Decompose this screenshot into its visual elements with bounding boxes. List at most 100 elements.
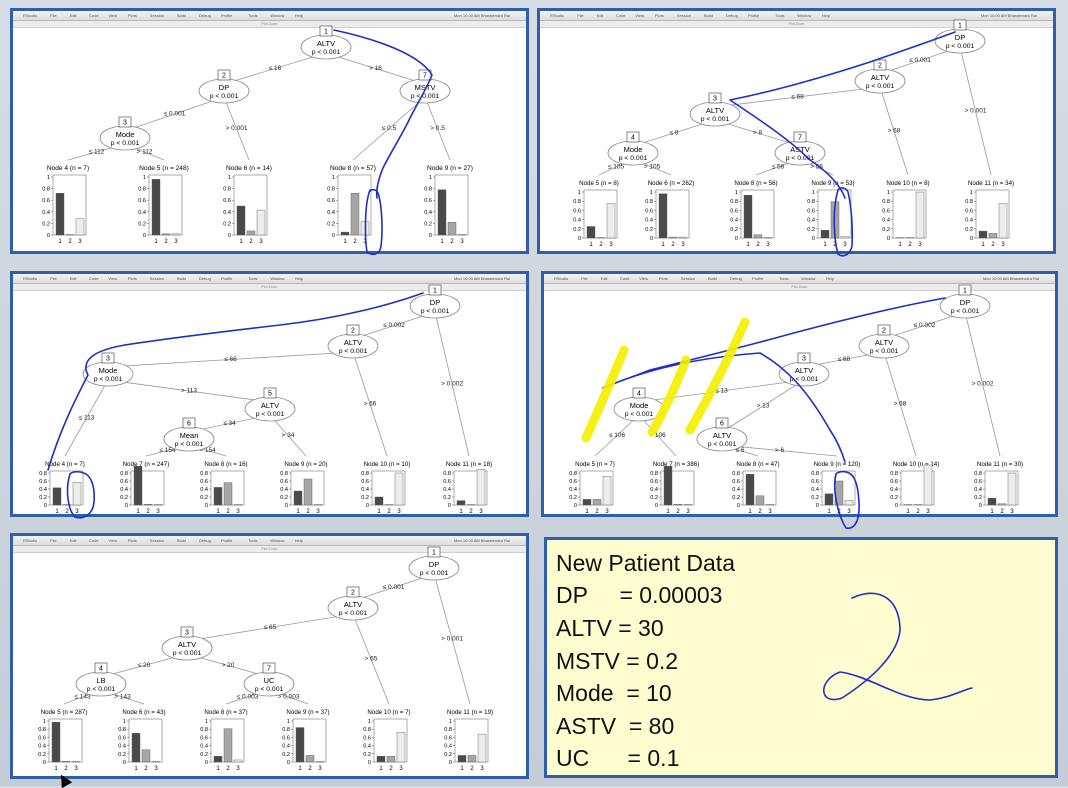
menu-item[interactable]: Debug bbox=[726, 13, 738, 18]
y-tick-label: 0.8 bbox=[573, 199, 581, 205]
menu-item[interactable]: Build bbox=[177, 13, 186, 18]
menu-item[interactable]: Window bbox=[270, 538, 284, 543]
menu-item[interactable]: Edit bbox=[70, 13, 77, 18]
menu-item[interactable]: File bbox=[50, 538, 56, 543]
menu-item[interactable]: Session bbox=[677, 13, 691, 18]
menu-item[interactable]: File bbox=[50, 276, 56, 281]
menu-item[interactable]: Help bbox=[295, 538, 303, 543]
class-bar bbox=[468, 755, 476, 762]
menu-item[interactable]: RStudio bbox=[23, 276, 37, 281]
menu-item[interactable]: Build bbox=[177, 276, 186, 281]
menu-item[interactable]: Help bbox=[295, 13, 303, 18]
menu-item[interactable]: Plots bbox=[655, 13, 664, 18]
menu-item[interactable]: RStudio bbox=[550, 13, 564, 18]
y-tick-label: 0 bbox=[578, 236, 581, 242]
edge-label: ≤ 106 bbox=[609, 432, 626, 439]
menu-item[interactable]: Window bbox=[270, 276, 284, 281]
menu-item[interactable]: Window bbox=[270, 13, 284, 18]
leaf-label: Node 4 (n = 7) bbox=[47, 165, 89, 172]
menu-item[interactable]: Help bbox=[295, 276, 303, 281]
y-tick-label: 0 bbox=[205, 503, 208, 509]
menu-item[interactable]: RStudio bbox=[554, 276, 568, 281]
menu-item[interactable]: Help bbox=[822, 13, 830, 18]
menu-item[interactable]: Profile bbox=[221, 276, 232, 281]
menu-item[interactable]: Tools bbox=[248, 538, 257, 543]
x-tick-label: 2 bbox=[469, 509, 473, 515]
menu-item[interactable]: Code bbox=[89, 538, 99, 543]
leaf-label: Node 8 (n = 47) bbox=[736, 461, 779, 468]
menu-item[interactable]: Tools bbox=[248, 13, 257, 18]
y-tick-label: 0.8 bbox=[732, 471, 740, 477]
y-tick-label: 0.6 bbox=[327, 198, 335, 204]
menu-item[interactable]: Session bbox=[150, 276, 164, 281]
menu-item[interactable]: Profile bbox=[748, 13, 759, 18]
y-tick-label: 0.6 bbox=[444, 735, 452, 741]
x-tick-label: 2 bbox=[837, 509, 841, 515]
menu-item[interactable]: Debug bbox=[199, 538, 211, 543]
menu-item[interactable]: Help bbox=[826, 276, 834, 281]
menu-item[interactable]: Plots bbox=[128, 13, 137, 18]
y-tick-label: 1 bbox=[332, 175, 335, 181]
edge-label: > 16 bbox=[369, 65, 382, 72]
menu-item[interactable]: Tools bbox=[779, 276, 788, 281]
menu-item[interactable]: View bbox=[639, 276, 648, 281]
menu-item[interactable]: Session bbox=[150, 13, 164, 18]
tree-node-variable: DP bbox=[219, 83, 229, 92]
plot-window-4: RStudio File Edit Code View Plots Session Build… bbox=[541, 271, 1058, 517]
menu-item[interactable]: RStudio bbox=[23, 538, 37, 543]
menu-item[interactable]: Plots bbox=[659, 276, 668, 281]
menu-item[interactable]: Edit bbox=[597, 13, 604, 18]
menu-item[interactable]: View bbox=[635, 13, 644, 18]
y-tick-label: 0.6 bbox=[443, 479, 451, 485]
menu-item[interactable]: Session bbox=[681, 276, 695, 281]
menu-item[interactable]: File bbox=[581, 276, 587, 281]
y-tick-label: 0 bbox=[287, 760, 290, 766]
edge-label: > 8 bbox=[753, 130, 763, 137]
leaf-label: Node 10 (n = 14) bbox=[893, 461, 940, 468]
menu-item[interactable]: Debug bbox=[199, 276, 211, 281]
menu-item[interactable]: Window bbox=[801, 276, 815, 281]
y-tick-label: 0 bbox=[366, 503, 369, 509]
patient-altv: ALTV = 30 bbox=[556, 615, 664, 642]
menu-item[interactable]: Plots bbox=[128, 538, 137, 543]
y-tick-label: 0.8 bbox=[118, 727, 126, 733]
menu-item[interactable]: Profile bbox=[221, 538, 232, 543]
menu-item[interactable]: Tools bbox=[248, 276, 257, 281]
y-tick-label: 1 bbox=[429, 175, 432, 181]
menu-item[interactable]: Edit bbox=[70, 276, 77, 281]
menu-item[interactable]: Profile bbox=[752, 276, 763, 281]
menu-item[interactable]: Edit bbox=[70, 538, 77, 543]
menu-item[interactable]: View bbox=[108, 13, 117, 18]
y-tick-label: 0 bbox=[123, 760, 126, 766]
menu-item[interactable]: RStudio bbox=[23, 13, 37, 18]
menu-item[interactable]: Profile bbox=[221, 13, 232, 18]
menu-item[interactable]: Build bbox=[177, 538, 186, 543]
menu-item[interactable]: Build bbox=[704, 13, 713, 18]
menu-item[interactable]: Code bbox=[89, 13, 99, 18]
menu-item[interactable]: Code bbox=[620, 276, 630, 281]
menu-item[interactable]: File bbox=[577, 13, 583, 18]
y-tick-label: 0.6 bbox=[569, 479, 577, 485]
y-tick-label: 0.8 bbox=[42, 187, 50, 193]
menu-item[interactable]: Edit bbox=[601, 276, 608, 281]
y-tick-label: 0.4 bbox=[890, 487, 898, 493]
menu-item[interactable]: File bbox=[50, 13, 56, 18]
y-tick-label: 1 bbox=[143, 175, 146, 181]
menu-item[interactable]: Window bbox=[797, 13, 811, 18]
edge-label: ≤ 112 bbox=[89, 149, 105, 156]
menu-item[interactable]: Code bbox=[89, 276, 99, 281]
menu-item[interactable]: View bbox=[108, 276, 117, 281]
menu-item[interactable]: Session bbox=[150, 538, 164, 543]
menu-item[interactable]: View bbox=[108, 538, 117, 543]
tree-node-id: 4 bbox=[637, 391, 641, 398]
menu-item[interactable]: Debug bbox=[199, 13, 211, 18]
x-tick-label: 1 bbox=[134, 766, 138, 772]
menu-item[interactable]: Plots bbox=[128, 276, 137, 281]
y-tick-label: 1 bbox=[970, 190, 973, 196]
menu-item[interactable]: Code bbox=[616, 13, 626, 18]
menu-item[interactable]: Build bbox=[708, 276, 717, 281]
class-bar bbox=[56, 193, 64, 235]
edge-label: > 65 bbox=[365, 656, 378, 663]
menu-item[interactable]: Debug bbox=[730, 276, 742, 281]
menu-item[interactable]: Tools bbox=[775, 13, 784, 18]
